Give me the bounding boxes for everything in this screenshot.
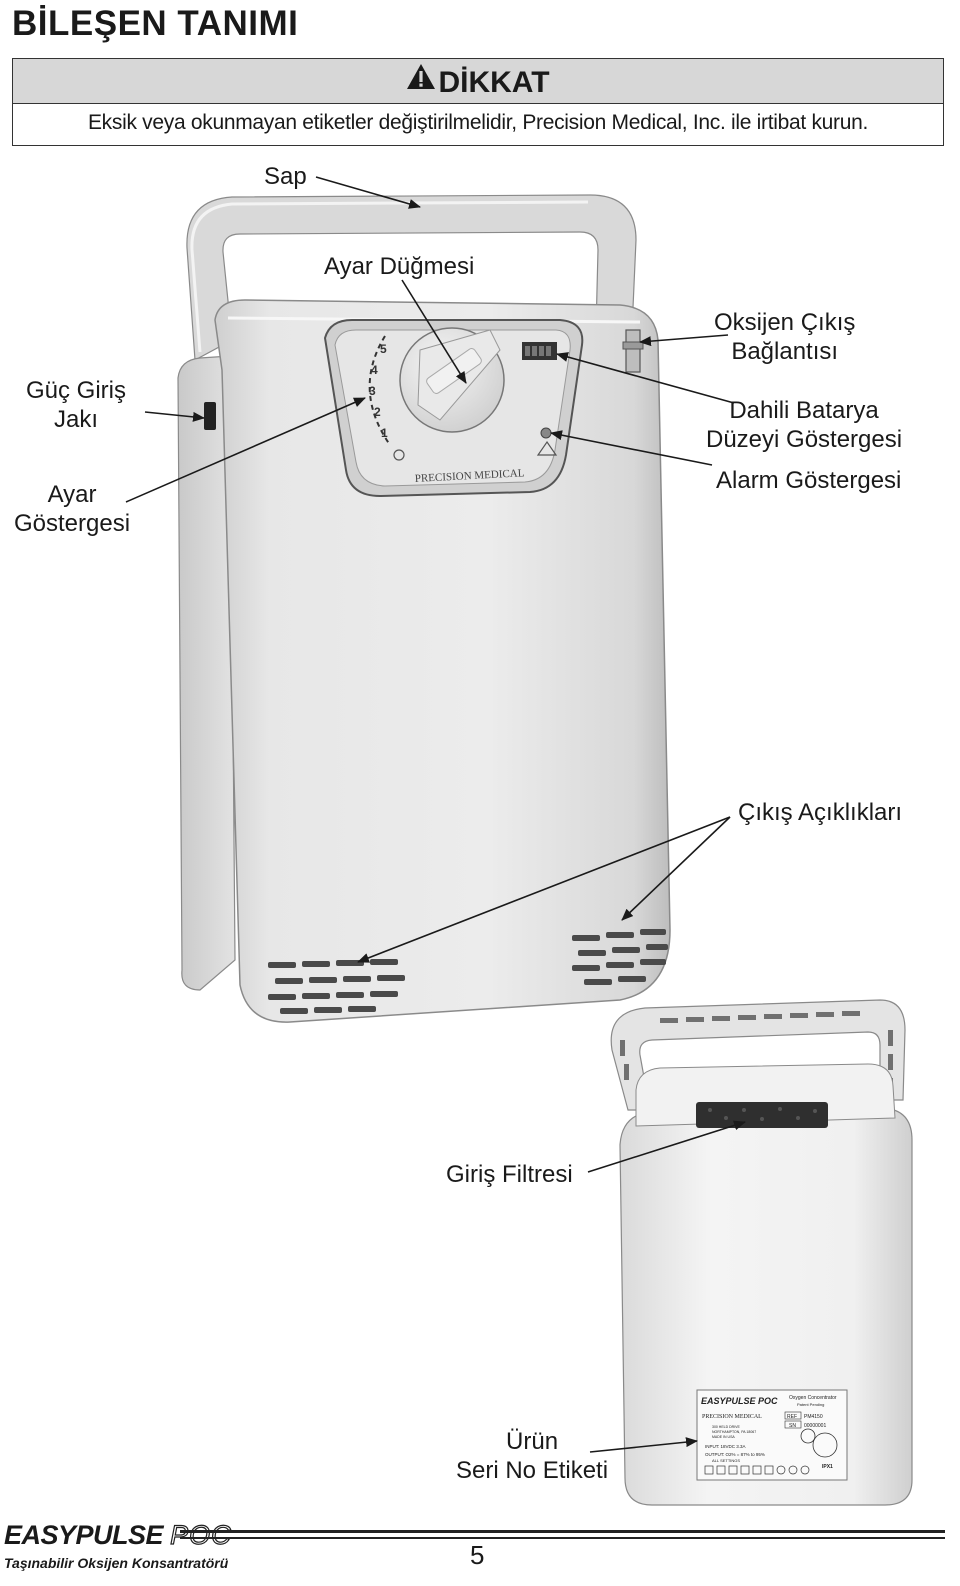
label-setting-line1: Ayar — [47, 481, 97, 508]
alarm-led — [540, 427, 552, 439]
label-serial: Ürün Seri No Etiketi — [456, 1427, 608, 1485]
label-output: OUTPUT: O2% = 87% to 95% — [705, 1452, 765, 1457]
device-side-panel — [177, 355, 236, 991]
leader-exhaust-left — [357, 816, 731, 963]
label-address-1: 300 HELD DRIVE — [712, 1425, 740, 1429]
footer-brand-main: EASYPULSE — [4, 1520, 164, 1550]
label-sn-key: SN — [789, 1423, 796, 1429]
dial-number-2: 2 — [374, 405, 381, 419]
label-exhaust: Çıkış Açıklıkları — [738, 799, 903, 826]
footer-logo: EASYPULSE POC — [4, 1519, 232, 1551]
handle — [186, 194, 637, 361]
page-number: 5 — [470, 1540, 485, 1570]
footer-brand-poc: POC — [169, 1519, 232, 1550]
label-power-jack: Güç Giriş Jakı — [26, 376, 126, 434]
leader-handle — [315, 176, 421, 209]
label-battery: Dahili Batarya Düzeyi Göstergesi — [706, 396, 902, 454]
label-handle: Sap — [264, 163, 307, 190]
warning-box: DİKKAT Eksik veya okunmayan etiketler de… — [12, 58, 944, 146]
dial-number-1: 1 — [381, 426, 388, 440]
leader-battery — [556, 352, 735, 404]
label-setting-line2: Göstergesi — [14, 510, 131, 537]
label-power-jack-line1: Güç Giriş — [26, 377, 127, 404]
leader-dial — [401, 279, 467, 384]
label-input: INPUT: 18VDC 3.3A — [705, 1444, 746, 1449]
label-company: PRECISION MEDICAL — [702, 1414, 762, 1420]
label-battery-line1: Dahili Batarya — [729, 397, 879, 424]
label-serial-line1: Ürün — [506, 1428, 559, 1455]
exhaust-vents-right — [572, 929, 668, 985]
dial-number-4: 4 — [371, 363, 378, 377]
setting-dial — [399, 327, 505, 433]
power-jack — [204, 402, 216, 430]
leader-setting — [125, 397, 366, 503]
label-ref-val: PM4150 — [804, 1414, 823, 1420]
label-dial: Ayar Düğmesi — [324, 253, 475, 280]
battery-gauge — [522, 342, 557, 360]
label-brand: EASYPULSE POC — [701, 1396, 778, 1406]
warning-heading-text: DİKKAT — [438, 66, 550, 99]
label-ipx: IPX1 — [822, 1464, 833, 1470]
leader-exhaust-right — [621, 816, 731, 921]
device-front: 5 4 3 2 1 PRECISION MEDICAL — [177, 194, 671, 1023]
dial-number-5: 5 — [380, 342, 387, 356]
warning-text: Eksik veya okunmayan etiketler değiştiri… — [87, 111, 869, 134]
label-oxygen-outlet-line1: Oksijen Çıkış — [714, 309, 856, 336]
leader-oxygen — [639, 334, 729, 347]
label-intake-filter: Giriş Filtresi — [446, 1161, 573, 1188]
label-alarm: Alarm Göstergesi — [716, 467, 902, 494]
device-back: EASYPULSE POC Oxygen Concentrator Patent… — [610, 999, 913, 1506]
footer-divider-thin — [180, 1537, 945, 1539]
dial-number-3: 3 — [369, 384, 376, 398]
leader-serial — [589, 1437, 698, 1453]
label-patent: Patent Pending — [797, 1402, 824, 1407]
footer-divider — [180, 1530, 945, 1533]
label-oxygen-outlet-line2: Bağlantısı — [731, 338, 839, 365]
label-address-3: MADE IN USA — [712, 1435, 735, 1439]
page-title: BİLEŞEN TANIMI — [12, 4, 299, 43]
label-oxygen-outlet: Oksijen Çıkış Bağlantısı — [714, 308, 855, 366]
label-ref-key: REF — [787, 1414, 797, 1420]
footer-subtitle: Taşınabilir Oksijen Konsantratörü — [4, 1555, 229, 1571]
warning-heading: DİKKAT — [13, 59, 943, 104]
label-power-jack-line2: Jakı — [54, 406, 99, 433]
label-settings: ALL SETTINGS — [712, 1458, 740, 1463]
label-product: Oxygen Concentrator — [789, 1395, 837, 1401]
label-setting: Ayar Göstergesi — [14, 480, 130, 538]
oxygen-outlet — [622, 329, 644, 373]
label-address-2: NORTHAMPTON, PA 18067 — [712, 1430, 756, 1434]
alarm-symbol — [536, 440, 558, 456]
label-battery-line2: Düzeyi Göstergesi — [706, 426, 903, 453]
label-serial-line2: Seri No Etiketi — [456, 1457, 609, 1484]
label-sn-val: 00000001 — [804, 1423, 826, 1429]
product-label: EASYPULSE POC Oxygen Concentrator Patent… — [696, 1389, 848, 1481]
intake-filter — [696, 1102, 828, 1128]
warning-icon — [406, 57, 436, 105]
leader-power — [144, 411, 205, 422]
leader-alarm — [550, 430, 713, 466]
exhaust-vents-left — [268, 959, 405, 1014]
leader-filter — [587, 1120, 746, 1173]
device-brand: PRECISION MEDICAL — [415, 467, 525, 485]
